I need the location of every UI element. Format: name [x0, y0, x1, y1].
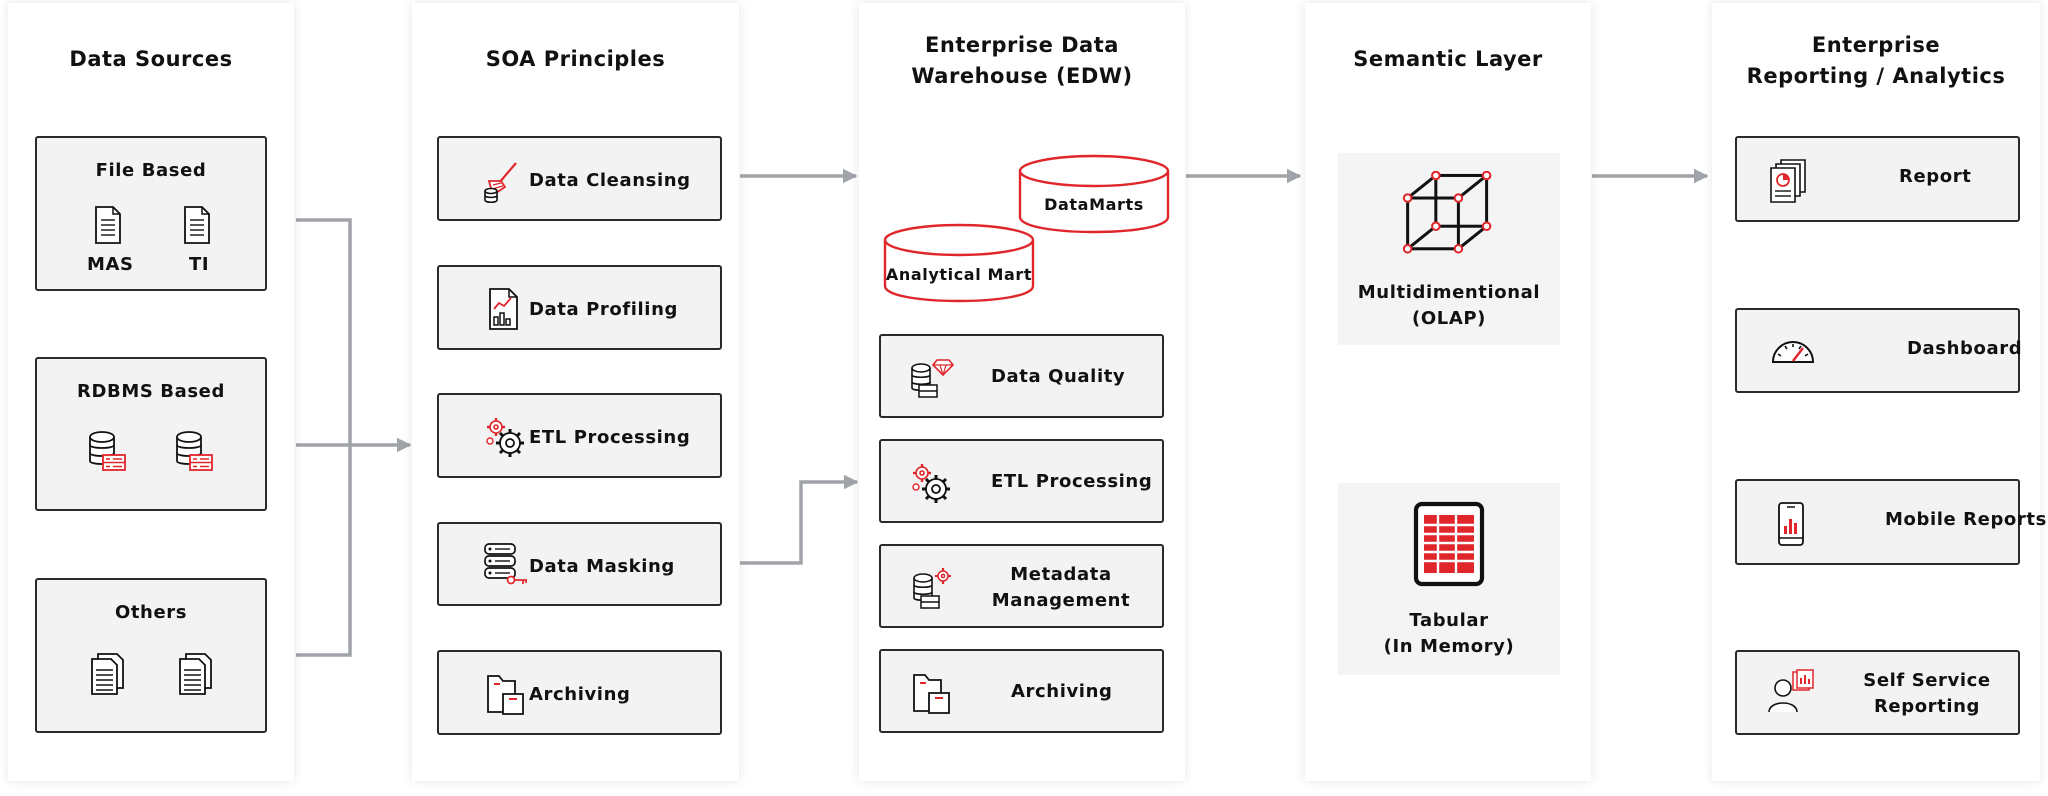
gears-icon	[912, 464, 950, 503]
column-title: Semantic Layer	[1353, 47, 1543, 71]
reporting-item-label: Report	[1899, 166, 1972, 187]
edw-item-label: ETL Processing	[991, 471, 1153, 492]
connector-others	[296, 445, 352, 657]
soa-item-data-profiling[interactable]: Data Profiling	[437, 265, 722, 350]
column-title: SOA Principles	[485, 47, 666, 71]
datamarts-label: DataMarts	[1044, 195, 1144, 214]
source-others[interactable]: Others	[35, 578, 267, 733]
analytical-mart-label: Analytical Mart	[885, 265, 1033, 284]
documents-icon	[91, 653, 124, 695]
soa-item-data-cleansing[interactable]: Data Cleansing	[437, 136, 722, 221]
soa-item-etl-processing[interactable]: ETL Processing	[437, 393, 722, 478]
semantic-tabular-panel[interactable]: Tabular (In Memory)	[1338, 483, 1560, 675]
column-semantic-layer: Semantic Layer Multidimentional (OLAP)	[1305, 3, 1591, 781]
connector-file-based	[296, 218, 352, 445]
olap-label-line1: Multidimentional	[1357, 282, 1541, 303]
reporting-item-label: Self Service Reporting	[1847, 668, 2007, 720]
reporting-item-report[interactable]: Report	[1735, 136, 2020, 222]
olap-cube-icon	[1402, 171, 1492, 254]
source-title: Others	[114, 602, 188, 623]
source-rdbms-based[interactable]: RDBMS Based	[35, 357, 267, 511]
edw-item-data-quality[interactable]: Data Quality	[879, 334, 1164, 418]
soa-item-data-masking[interactable]: Data Masking	[437, 522, 722, 606]
olap-label-line2: (OLAP)	[1412, 308, 1486, 329]
soa-item-label: Data Profiling	[529, 299, 678, 320]
user-report-icon	[1768, 669, 1814, 713]
masking-server-icon	[484, 543, 527, 585]
soa-item-archiving[interactable]: Archiving	[437, 650, 722, 735]
data-quality-icon	[911, 359, 955, 398]
documents-icon	[179, 653, 212, 695]
source-item-mas: MAS	[87, 254, 134, 275]
column-title-line2: Reporting / Analytics	[1746, 64, 2006, 88]
folder-icon	[487, 675, 524, 715]
edw-item-label: Data Quality	[991, 366, 1126, 387]
profiling-chart-icon	[489, 288, 518, 330]
gears-icon	[486, 418, 524, 457]
column-title-line1: Enterprise Data	[925, 33, 1119, 57]
reporting-item-label-line2: Reporting	[1873, 696, 1981, 717]
tabular-label: Tabular (In Memory)	[1338, 608, 1560, 660]
source-title: File Based	[95, 160, 207, 181]
cylinder-icon	[1018, 154, 1170, 234]
report-icon	[1770, 159, 1806, 203]
source-item-ti: TI	[189, 254, 210, 275]
edw-item-label-line1: Metadata	[1010, 564, 1112, 585]
database-server-icon	[89, 431, 126, 471]
reporting-item-self-service[interactable]: Self Service Reporting	[1735, 650, 2020, 735]
column-title: Data Sources	[69, 47, 233, 71]
cylinder-icon	[883, 223, 1035, 303]
reporting-item-mobile-reports[interactable]: Mobile Reports	[1735, 479, 2046, 565]
tabular-label-line1: Tabular	[1409, 610, 1489, 631]
edw-item-metadata-management[interactable]: Metadata Management	[879, 544, 1164, 628]
document-icon	[95, 206, 121, 244]
table-tablet-icon	[1413, 501, 1485, 587]
column-data-sources: Data Sources File Based MAS TI RDBMS Bas…	[8, 3, 294, 781]
edw-item-archiving[interactable]: Archiving	[879, 649, 1164, 733]
soa-item-label: Data Masking	[529, 556, 675, 577]
source-title: RDBMS Based	[77, 381, 225, 402]
metadata-icon	[913, 568, 951, 609]
column-title-line2: Warehouse (EDW)	[911, 64, 1133, 88]
edw-item-label-line2: Management	[991, 590, 1131, 611]
reporting-item-label: Dashboard	[1907, 338, 2023, 359]
folder-icon	[913, 674, 950, 714]
soa-item-label: ETL Processing	[529, 427, 691, 448]
broom-icon	[484, 162, 517, 203]
column-enterprise-reporting: Enterprise Reporting / Analytics Report …	[1712, 3, 2046, 781]
edw-item-label: Archiving	[1011, 681, 1113, 702]
source-file-based[interactable]: File Based MAS TI	[35, 136, 267, 291]
column-soa-principles: SOA Principles Data Cleansing Data Profi…	[412, 3, 739, 781]
soa-item-label: Archiving	[529, 684, 631, 705]
reporting-item-label-line1: Self Service	[1863, 670, 1991, 691]
tabular-label-line2: (In Memory)	[1383, 636, 1515, 657]
mobile-chart-icon	[1778, 502, 1804, 546]
database-server-icon	[176, 431, 213, 471]
connector-soa-to-edw-masking	[740, 474, 859, 565]
edw-item-etl-processing[interactable]: ETL Processing	[879, 439, 1164, 523]
gauge-icon	[1771, 341, 1815, 363]
olap-label: Multidimentional (OLAP)	[1338, 280, 1560, 332]
soa-item-label: Data Cleansing	[529, 170, 691, 191]
reporting-item-label: Mobile Reports	[1885, 509, 2047, 530]
document-icon	[184, 206, 210, 244]
column-edw: Enterprise Data Warehouse (EDW) DataMart…	[859, 3, 1185, 781]
edw-item-label: Metadata Management	[966, 562, 1156, 614]
reporting-item-dashboard[interactable]: Dashboard	[1735, 308, 2023, 393]
semantic-olap-panel[interactable]: Multidimentional (OLAP)	[1338, 153, 1560, 345]
column-title-line1: Enterprise	[1811, 33, 1941, 57]
